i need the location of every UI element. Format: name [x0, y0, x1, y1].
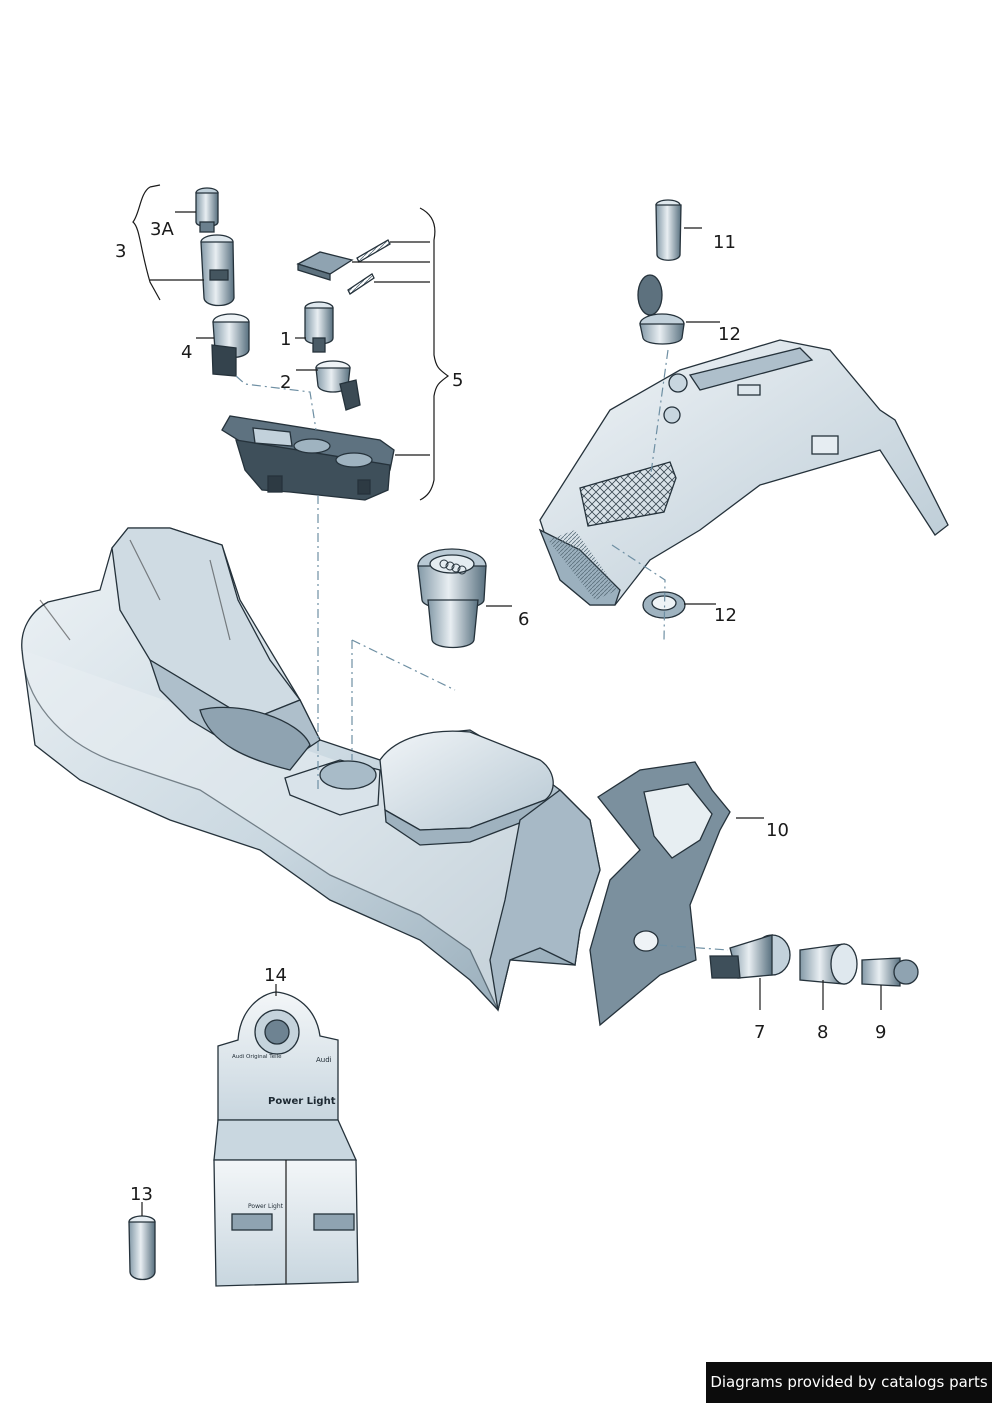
callout-12-top: 12: [718, 324, 741, 345]
display-product-name: Power Light: [268, 1096, 336, 1107]
callout-2: 2: [280, 372, 291, 393]
socket-part-7: [709, 934, 791, 979]
callout-1: 1: [280, 329, 291, 350]
credit-banner: Diagrams provided by catalogs parts: [706, 1362, 992, 1403]
callout-6: 6: [518, 609, 529, 630]
cover-and-pins: [296, 239, 391, 295]
callout-11: 11: [713, 232, 736, 253]
callout-3a: 3A: [150, 219, 174, 240]
callout-7: 7: [754, 1022, 765, 1043]
socket-part-1: [304, 301, 334, 353]
display-box-part-14: Audi Original Teile Audi Power Light Pow…: [213, 991, 359, 1287]
callout-14: 14: [264, 965, 287, 986]
holder-part-4: [211, 313, 250, 377]
power-light-part-13: [128, 1215, 156, 1281]
nut-part-12-bottom: [642, 591, 686, 619]
socket-part-8: [799, 943, 858, 985]
socket-part-11: [655, 199, 682, 261]
display-tray-label: Power Light: [248, 1203, 284, 1210]
rear-panel-part-10: [589, 761, 731, 1027]
assembly-lines: [235, 349, 729, 951]
lighter-part-3a: [195, 187, 219, 233]
callout-10: 10: [766, 820, 789, 841]
leader-lines: [132, 184, 882, 1216]
lighter-part-9: [861, 957, 919, 987]
ashtray-part-6: [417, 548, 487, 649]
socket-carrier-part-5: [221, 415, 395, 501]
callout-13: 13: [130, 1184, 153, 1205]
socket-cover-part-12-top: [637, 274, 685, 345]
callout-4: 4: [181, 342, 192, 363]
socket-part-3: [200, 234, 235, 307]
callout-labels: 1 2 3 3A 4 5 6 7 8 9 10 11 12 12 13 14: [115, 219, 886, 1205]
center-console: [21, 527, 601, 1012]
callout-5: 5: [452, 370, 463, 391]
callout-12-bottom: 12: [714, 605, 737, 626]
callout-3: 3: [115, 241, 126, 262]
holder-part-2: [315, 360, 361, 411]
callout-8: 8: [817, 1022, 828, 1043]
luggage-side-panel: [538, 339, 949, 606]
display-brand-line: Audi Original Teile: [232, 1054, 282, 1060]
callout-9: 9: [875, 1022, 886, 1043]
display-logo-text: Audi: [316, 1056, 332, 1064]
